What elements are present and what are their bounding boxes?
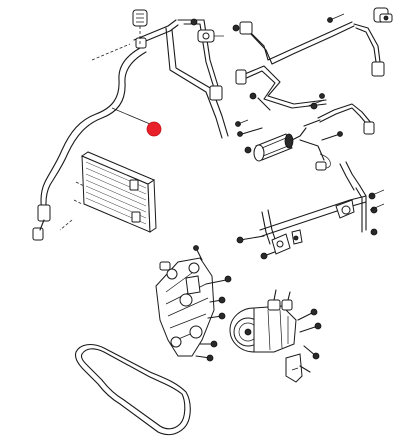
clamp-top[interactable] [190, 18, 224, 43]
fitting-top[interactable] [132, 9, 148, 44]
discharge-hose[interactable] [32, 43, 147, 241]
mounting-frame[interactable] [259, 161, 385, 245]
compressor-bolts[interactable] [285, 308, 322, 383]
liquid-line-right[interactable] [232, 21, 385, 77]
fitting-top-right[interactable] [373, 7, 393, 23]
pipe-mid-right[interactable] [235, 65, 327, 111]
red-hotspot-dot-icon[interactable] [146, 121, 162, 137]
pipe-right-long[interactable] [307, 99, 375, 135]
bracket-top-clamp[interactable] [159, 245, 203, 271]
misc-fasteners[interactable] [235, 13, 345, 127]
compressor-bracket[interactable] [155, 257, 215, 357]
bracket-bolts[interactable] [195, 275, 232, 362]
condenser[interactable] [73, 151, 157, 233]
ac-compressor[interactable] [229, 289, 297, 353]
receiver-drier[interactable] [244, 127, 331, 171]
bolt-group-right[interactable] [237, 119, 343, 141]
hotspot-marker[interactable] [111, 107, 162, 137]
mount-bolts-middle[interactable] [236, 229, 303, 260]
drive-belt[interactable] [74, 343, 191, 436]
